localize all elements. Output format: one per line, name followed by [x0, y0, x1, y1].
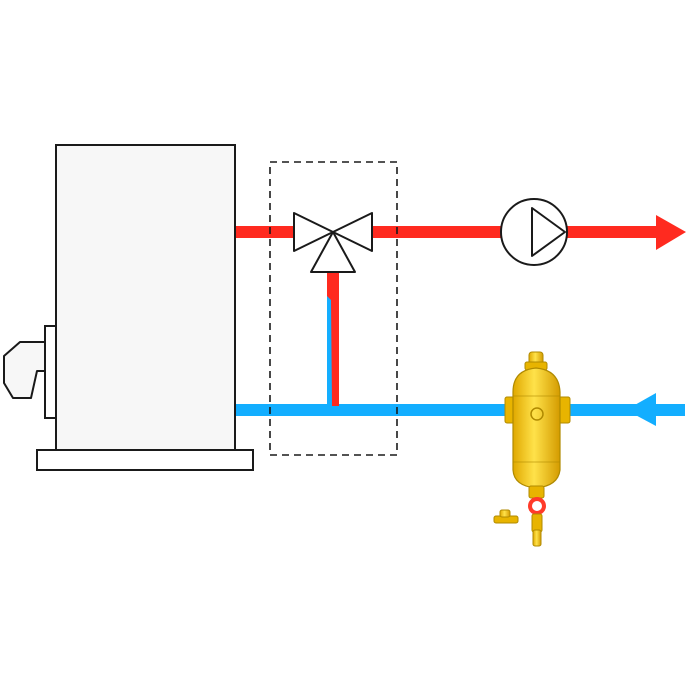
- drain-cap-top: [499, 509, 511, 518]
- drain-valve-tip: [532, 529, 542, 547]
- burner-mount-plate: [44, 325, 57, 419]
- boiler-body: [55, 144, 236, 451]
- valve-port-bottom: [310, 231, 356, 273]
- three-way-valve-icon: [293, 212, 373, 273]
- separator-gauge-ring: [530, 407, 544, 421]
- pump-direction-triangle: [531, 207, 566, 257]
- separator-body: [512, 367, 561, 489]
- return-inlet-stub: [655, 404, 685, 416]
- circulator-pump-icon: [500, 198, 568, 266]
- drain-valve-ring: [528, 497, 546, 515]
- valve-port-right: [332, 212, 373, 252]
- supply-pipe-boiler-to-valve: [234, 226, 296, 238]
- boiler-base: [36, 449, 254, 471]
- supply-outlet-arrow-icon: [656, 215, 686, 250]
- bypass-pipe: [327, 272, 339, 408]
- separator-bottom-neck: [528, 485, 545, 499]
- bypass-pipe-hot-blend: [327, 272, 339, 406]
- supply-pipe-valve-to-pump: [372, 226, 502, 238]
- valve-port-left: [293, 212, 334, 252]
- return-pipe: [234, 404, 660, 416]
- dirt-separator-icon: [493, 351, 571, 547]
- drain-valve-icon: [528, 497, 546, 547]
- boiler-icon: [3, 144, 254, 471]
- supply-pipe-pump-to-outlet: [566, 226, 660, 238]
- return-line: [234, 393, 685, 426]
- drain-cap-icon: [493, 509, 519, 524]
- burner-housing: [3, 341, 46, 399]
- burner-icon: [3, 325, 57, 419]
- drain-valve-stem: [531, 513, 543, 533]
- supply-line: [234, 215, 686, 250]
- return-inlet-arrow-icon: [626, 393, 656, 426]
- valve-group-boundary: [269, 161, 398, 456]
